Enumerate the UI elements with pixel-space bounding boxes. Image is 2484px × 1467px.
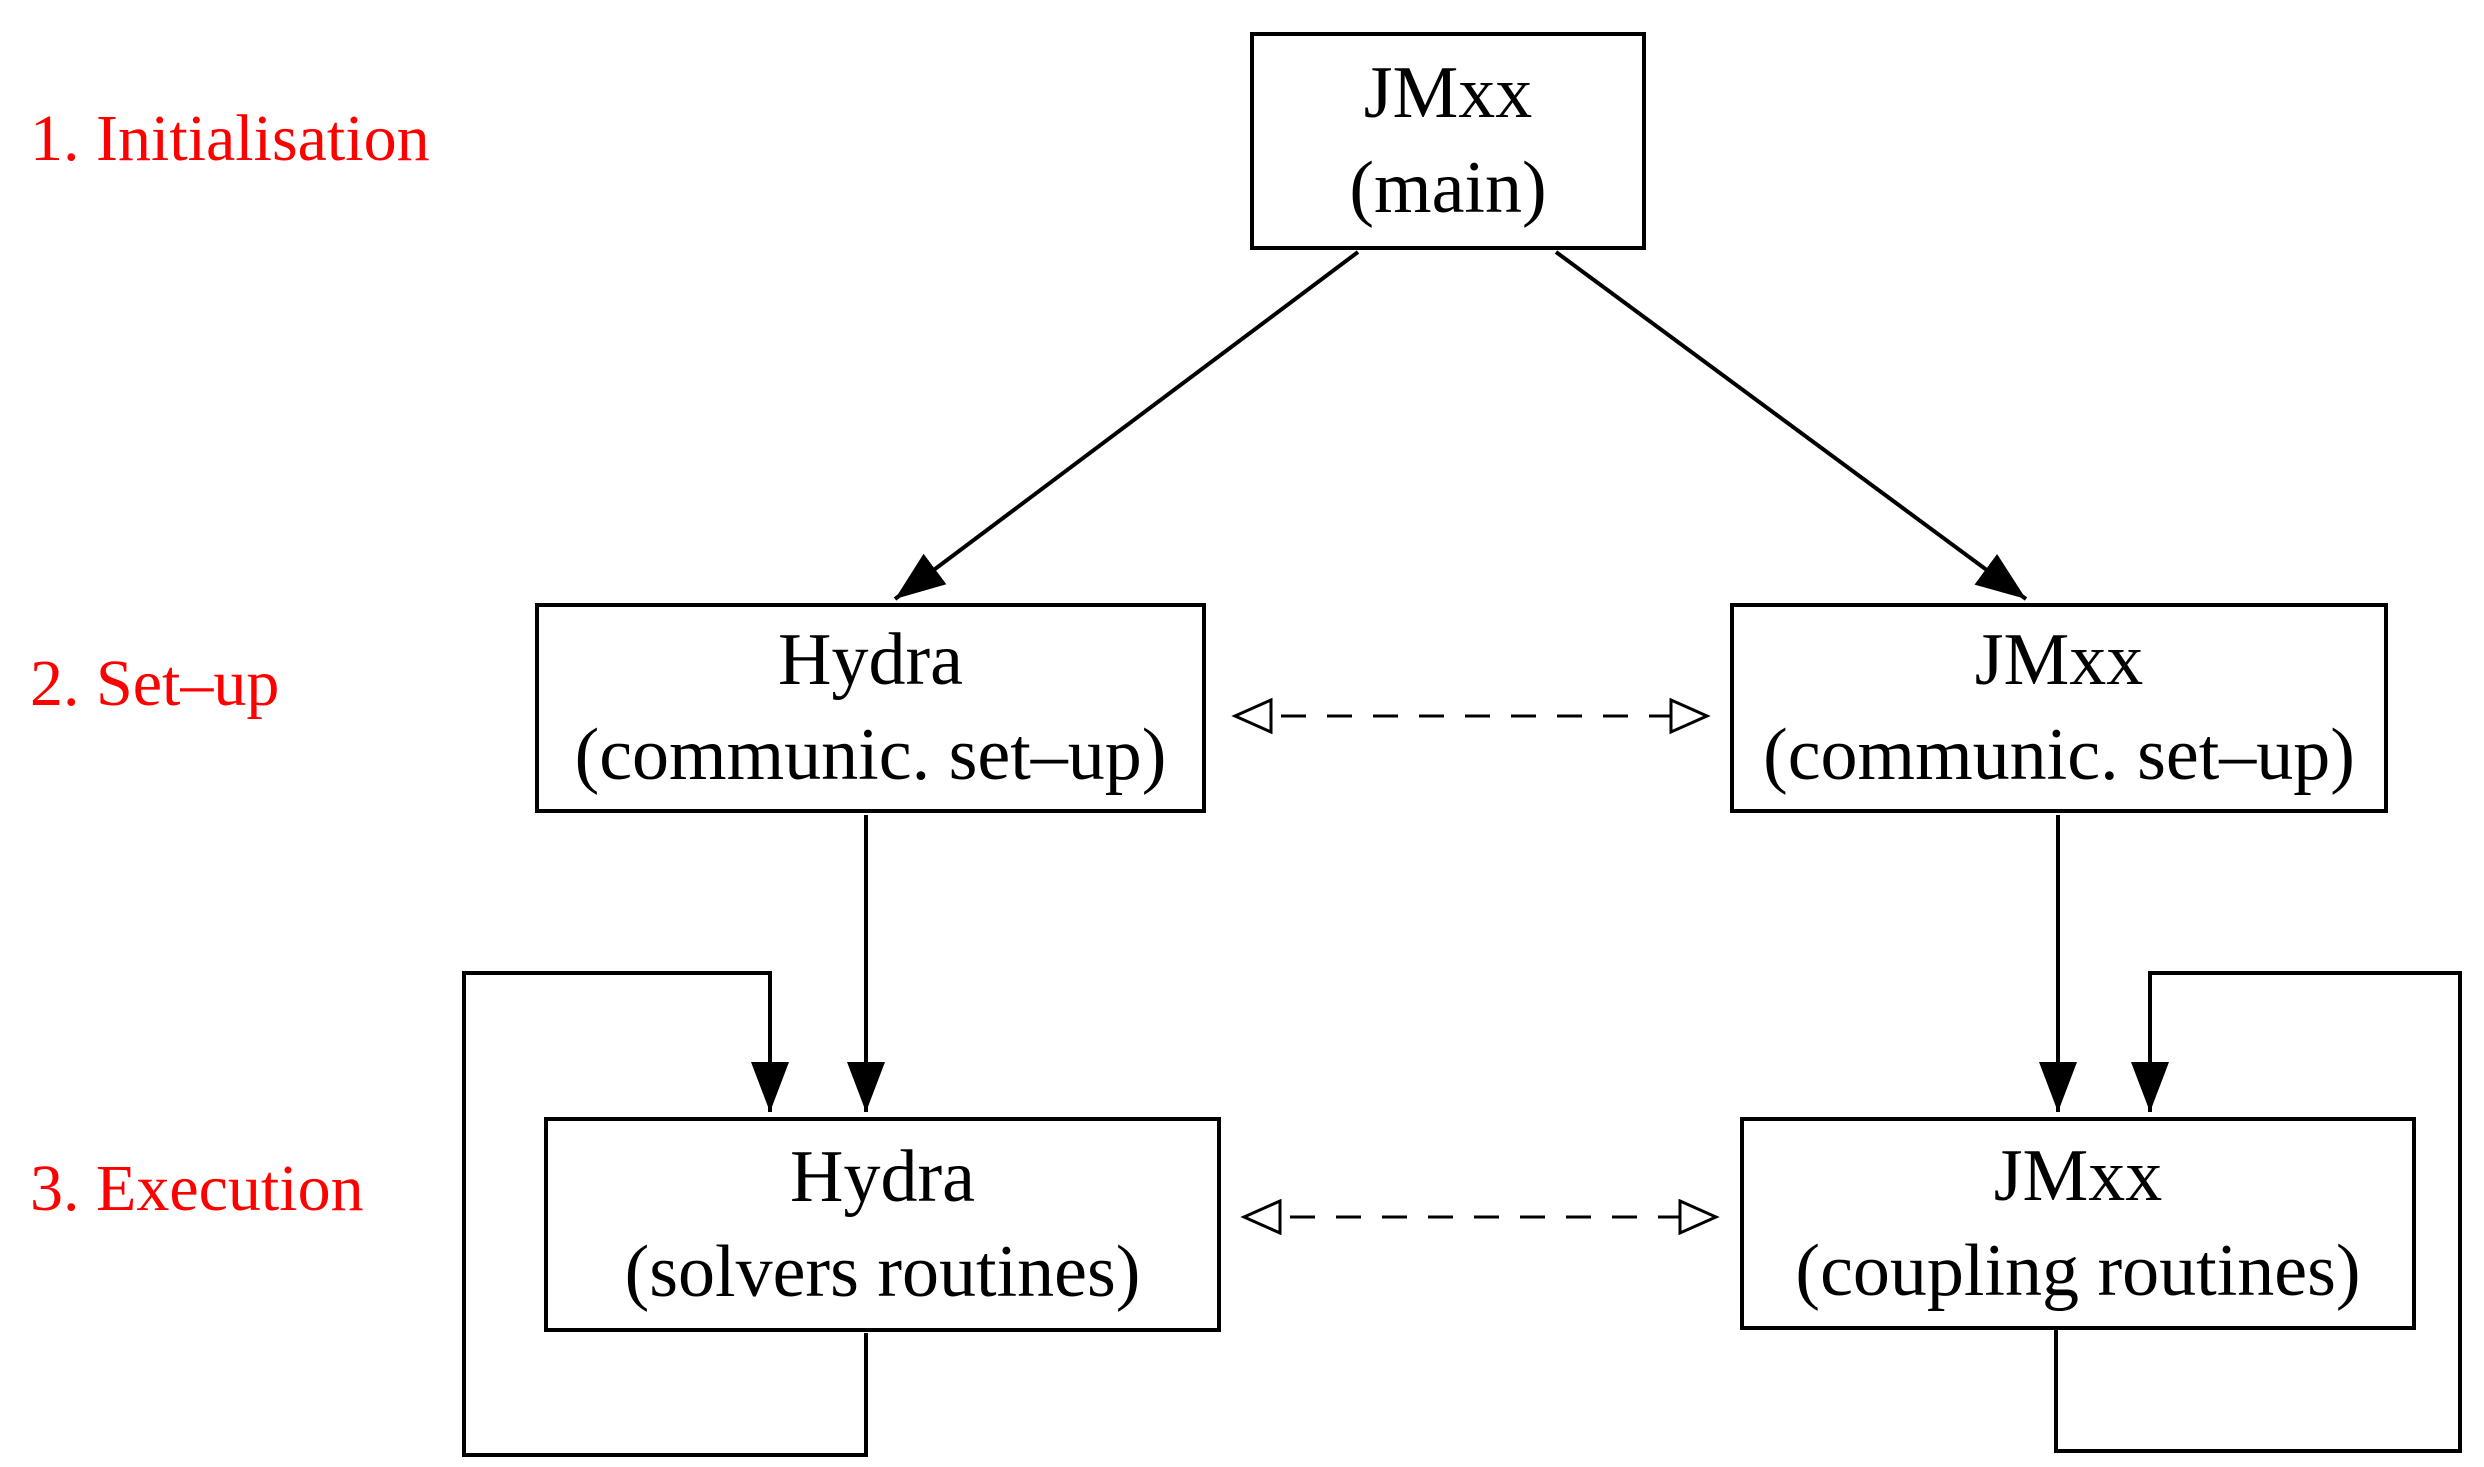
node-jmxx-main-subtitle: (main) <box>1349 147 1547 229</box>
node-hydra-setup-subtitle: (communic. set–up) <box>574 714 1167 796</box>
node-jmxx-main-title: JMxx <box>1363 52 1533 134</box>
node-jmxx-setup-title: JMxx <box>1974 619 2144 701</box>
stage-label-setup: 2. Set–up <box>30 647 280 720</box>
node-jmxx-exec-subtitle: (coupling routines) <box>1795 1229 2361 1312</box>
node-hydra-setup: Hydra (communic. set–up) <box>535 603 1206 813</box>
node-hydra-exec-title: Hydra <box>790 1135 975 1218</box>
stage-label-execution: 3. Execution <box>30 1152 364 1225</box>
node-hydra-exec: Hydra (solvers routines) <box>544 1117 1221 1332</box>
node-jmxx-main: JMxx (main) <box>1250 32 1646 250</box>
stage-label-initialisation: 1. Initialisation <box>30 102 430 175</box>
node-jmxx-exec-title: JMxx <box>1993 1134 2163 1217</box>
node-hydra-exec-subtitle: (solvers routines) <box>624 1230 1141 1313</box>
node-jmxx-setup: JMxx (communic. set–up) <box>1730 603 2388 813</box>
node-jmxx-exec: JMxx (coupling routines) <box>1740 1117 2416 1330</box>
edge-main-to-jmxx-setup <box>1554 250 2028 601</box>
node-jmxx-setup-subtitle: (communic. set–up) <box>1763 714 2355 796</box>
edge-jmxx-exec-self-loop <box>2054 971 2462 1453</box>
node-hydra-setup-title: Hydra <box>778 619 963 701</box>
edge-hydra-exec-self-loop <box>462 971 868 1457</box>
edge-main-to-hydra-setup <box>893 250 1360 601</box>
